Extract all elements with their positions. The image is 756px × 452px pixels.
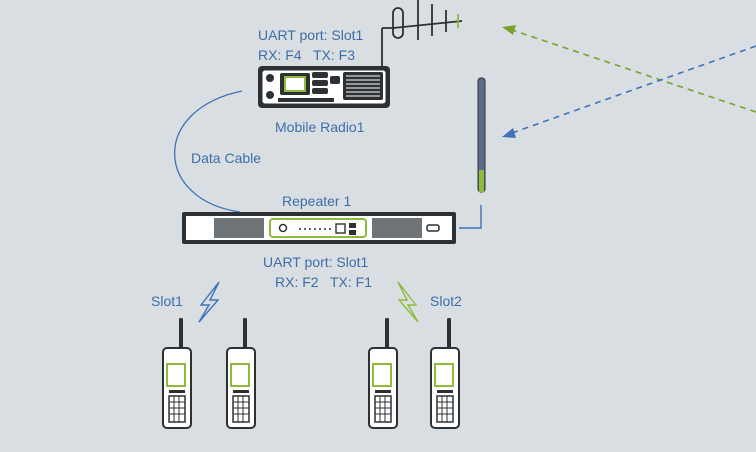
repeater-name: Repeater 1: [282, 193, 351, 209]
slot1-label: Slot1: [151, 293, 183, 309]
data-cable-line: [174, 90, 243, 213]
blue-link-arrowhead: [502, 128, 516, 138]
wireless-links: [502, 25, 756, 138]
repeater-uart-label: UART port: Slot1: [263, 254, 369, 270]
repeater-freq-label: RX: F2 TX: F1: [275, 274, 372, 290]
blue-link-line: [511, 45, 756, 134]
mobile-radio-device: [258, 66, 390, 108]
handheld-radio-icon: [226, 318, 256, 429]
slot2-label: Slot2: [430, 293, 462, 309]
handheld-radio-icon: [430, 318, 460, 429]
handheld-radio-icon: [368, 318, 398, 429]
green-link-arrowhead: [502, 25, 516, 35]
repeater-device: [182, 212, 456, 244]
lightning-icon: [198, 281, 220, 323]
mobile-radio-freq-label: RX: F4 TX: F3: [258, 47, 355, 63]
mobile-radio-uart-label: UART port: Slot1: [258, 27, 364, 43]
handheld-radio-icon: [162, 318, 192, 429]
data-cable-label: Data Cable: [191, 150, 261, 166]
lightning-icon: [397, 281, 419, 323]
mobile-radio-name: Mobile Radio1: [275, 119, 365, 135]
whip-antenna-icon: [459, 77, 486, 229]
antenna-icon: [381, 0, 463, 72]
green-link-line: [511, 29, 756, 113]
